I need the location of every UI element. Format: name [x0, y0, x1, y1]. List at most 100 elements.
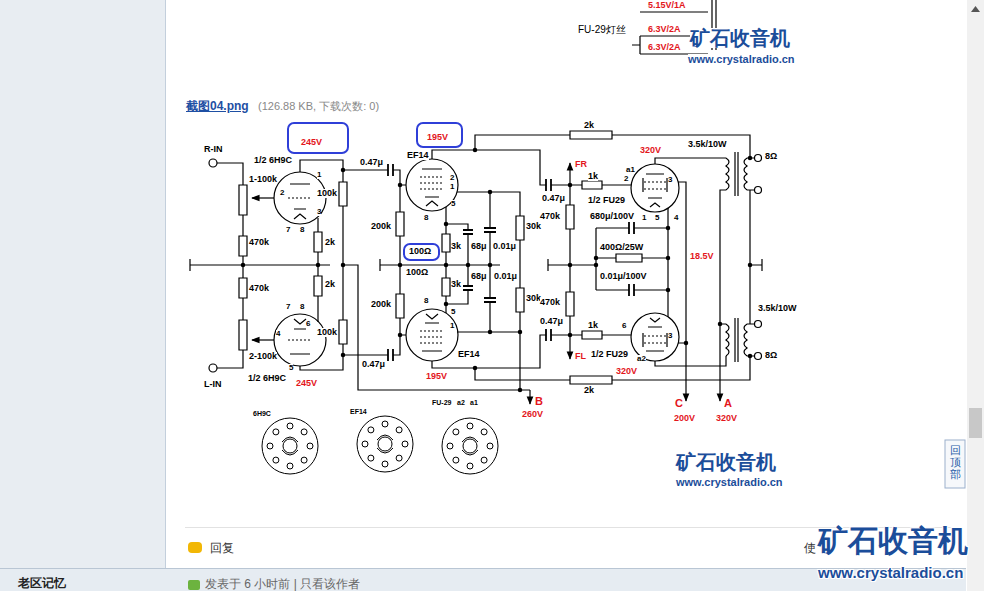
pin-number: 8 [424, 297, 428, 305]
component-value: 470k [540, 298, 560, 307]
junction-dot [243, 150, 750, 390]
pin-number: 1 [450, 322, 454, 330]
component-value: 2k [584, 121, 594, 130]
attachment-link: 截图04.png [186, 100, 249, 112]
winding-voltage: 5.15V/1A [648, 1, 686, 10]
highlight-mark: 245V [287, 122, 349, 154]
component-value: 1/2 6H9C [254, 156, 292, 165]
watermark-url: www.crystalradio.cn [818, 565, 963, 580]
pin-number: 5 [451, 200, 455, 208]
wiper-arrow [252, 339, 274, 340]
component-value: 68μ [471, 242, 487, 251]
tube-pinout [442, 418, 498, 474]
triode-symbol [274, 314, 326, 366]
tetrode-symbol [631, 164, 679, 212]
pin-number: 4 [276, 330, 280, 338]
winding-name: FU-29灯丝 [578, 25, 626, 35]
watermark: 矿石收音机 [676, 452, 776, 472]
watermark: 矿石收音机 [818, 526, 968, 556]
pin-number: 8 [424, 214, 428, 222]
voltage-value: 18.5V [690, 252, 714, 261]
pin-number: 3 [668, 176, 672, 184]
pin-number: 6 [306, 320, 310, 328]
voltage-value: 260V [522, 410, 543, 419]
tube-type: FU-29 [432, 399, 451, 406]
marked-value: 245V [301, 138, 322, 147]
pin-number: 1 [642, 214, 646, 222]
voltage-value: 200V [674, 414, 695, 423]
component-value: 200k [371, 300, 391, 309]
component-value: 0.47μ [362, 360, 385, 369]
highlight-mark: 195V [416, 122, 463, 148]
scroll-arrow [971, 6, 980, 12]
marked-value: 195V [427, 133, 448, 142]
pin-number: 7 [286, 303, 290, 311]
component-value: 200k [371, 222, 391, 231]
pin-number: 1 [450, 183, 454, 191]
component-value: 2-100k [249, 352, 277, 361]
component-value: L-IN [204, 380, 222, 389]
component-value: 1-100k [249, 175, 277, 184]
button-text: 使 [804, 542, 816, 554]
component-value: 3k [451, 280, 461, 289]
pin-number: 5 [451, 308, 455, 316]
terminal-letter: B [535, 396, 543, 407]
pin-number: 2 [280, 189, 284, 197]
sidebar-text: 老区记忆 [18, 577, 66, 589]
component-value: 0.47μ [542, 194, 565, 203]
component-value: 0.47μ [540, 317, 563, 326]
voltage-value: 195V [426, 372, 447, 381]
pin-number: a1 [626, 166, 635, 174]
component-value: 8Ω [765, 351, 777, 360]
component-value: 0.01μ/100V [600, 272, 647, 281]
tube-type: a1 [470, 399, 478, 406]
input-terminal [209, 159, 217, 167]
output-terminal [755, 321, 762, 328]
tube-pinout [357, 416, 413, 472]
component-value: 3.5k/10W [758, 304, 797, 313]
supply-arrow [685, 388, 686, 401]
button-text: 回复 [210, 542, 234, 554]
signal-arrow [569, 163, 570, 185]
pentode-symbol [406, 309, 458, 361]
component-value: 1k [588, 321, 598, 330]
component-value: 2k [325, 280, 335, 289]
watermark: 矿石收音机 [690, 28, 790, 48]
file-info: (126.88 KB, 下载次数: 0) [258, 101, 379, 112]
component-value: 100k [317, 189, 337, 198]
pin-number: 5 [289, 364, 293, 372]
voltage-value: 320V [640, 146, 661, 155]
pin-number: 7 [286, 226, 290, 234]
pin-number: 1 [317, 171, 321, 179]
output-terminal [755, 155, 762, 162]
tube-pinout [262, 418, 318, 474]
component-value: R-IN [204, 145, 223, 154]
component-value: EF14 [458, 350, 480, 359]
scroll-button-text: 回顶部 [950, 444, 961, 480]
supply-arrow [719, 388, 720, 401]
tube-type: EF14 [350, 408, 367, 415]
tube-type: a2 [457, 399, 465, 406]
reply-icon [188, 542, 202, 553]
component-value: 2k [325, 238, 335, 247]
terminal-letter: A [724, 398, 732, 409]
output-terminal [755, 353, 762, 360]
voltage-value: FL [575, 352, 586, 361]
pin-number: 2 [624, 175, 628, 183]
post-icon [188, 580, 200, 590]
pin-number: 3 [668, 332, 672, 340]
sidebar-border [165, 0, 166, 568]
voltage-value: FR [575, 160, 587, 169]
component-value: 0.47μ [360, 158, 383, 167]
triode-symbol [274, 172, 326, 224]
tube-type: 6H9C [253, 410, 271, 417]
pin-number: 6 [622, 322, 626, 330]
wire [190, 135, 762, 390]
highlight-mark: 100Ω [403, 243, 440, 261]
pin-number: 2 [450, 174, 454, 182]
component-value: 400Ω/25W [600, 243, 643, 252]
component-value: 100k [317, 328, 337, 337]
watermark-url: www.crystalradio.cn [688, 54, 795, 65]
watermark-url: www.crystalradio.cn [676, 477, 783, 488]
marked-value: 100Ω [409, 247, 431, 256]
